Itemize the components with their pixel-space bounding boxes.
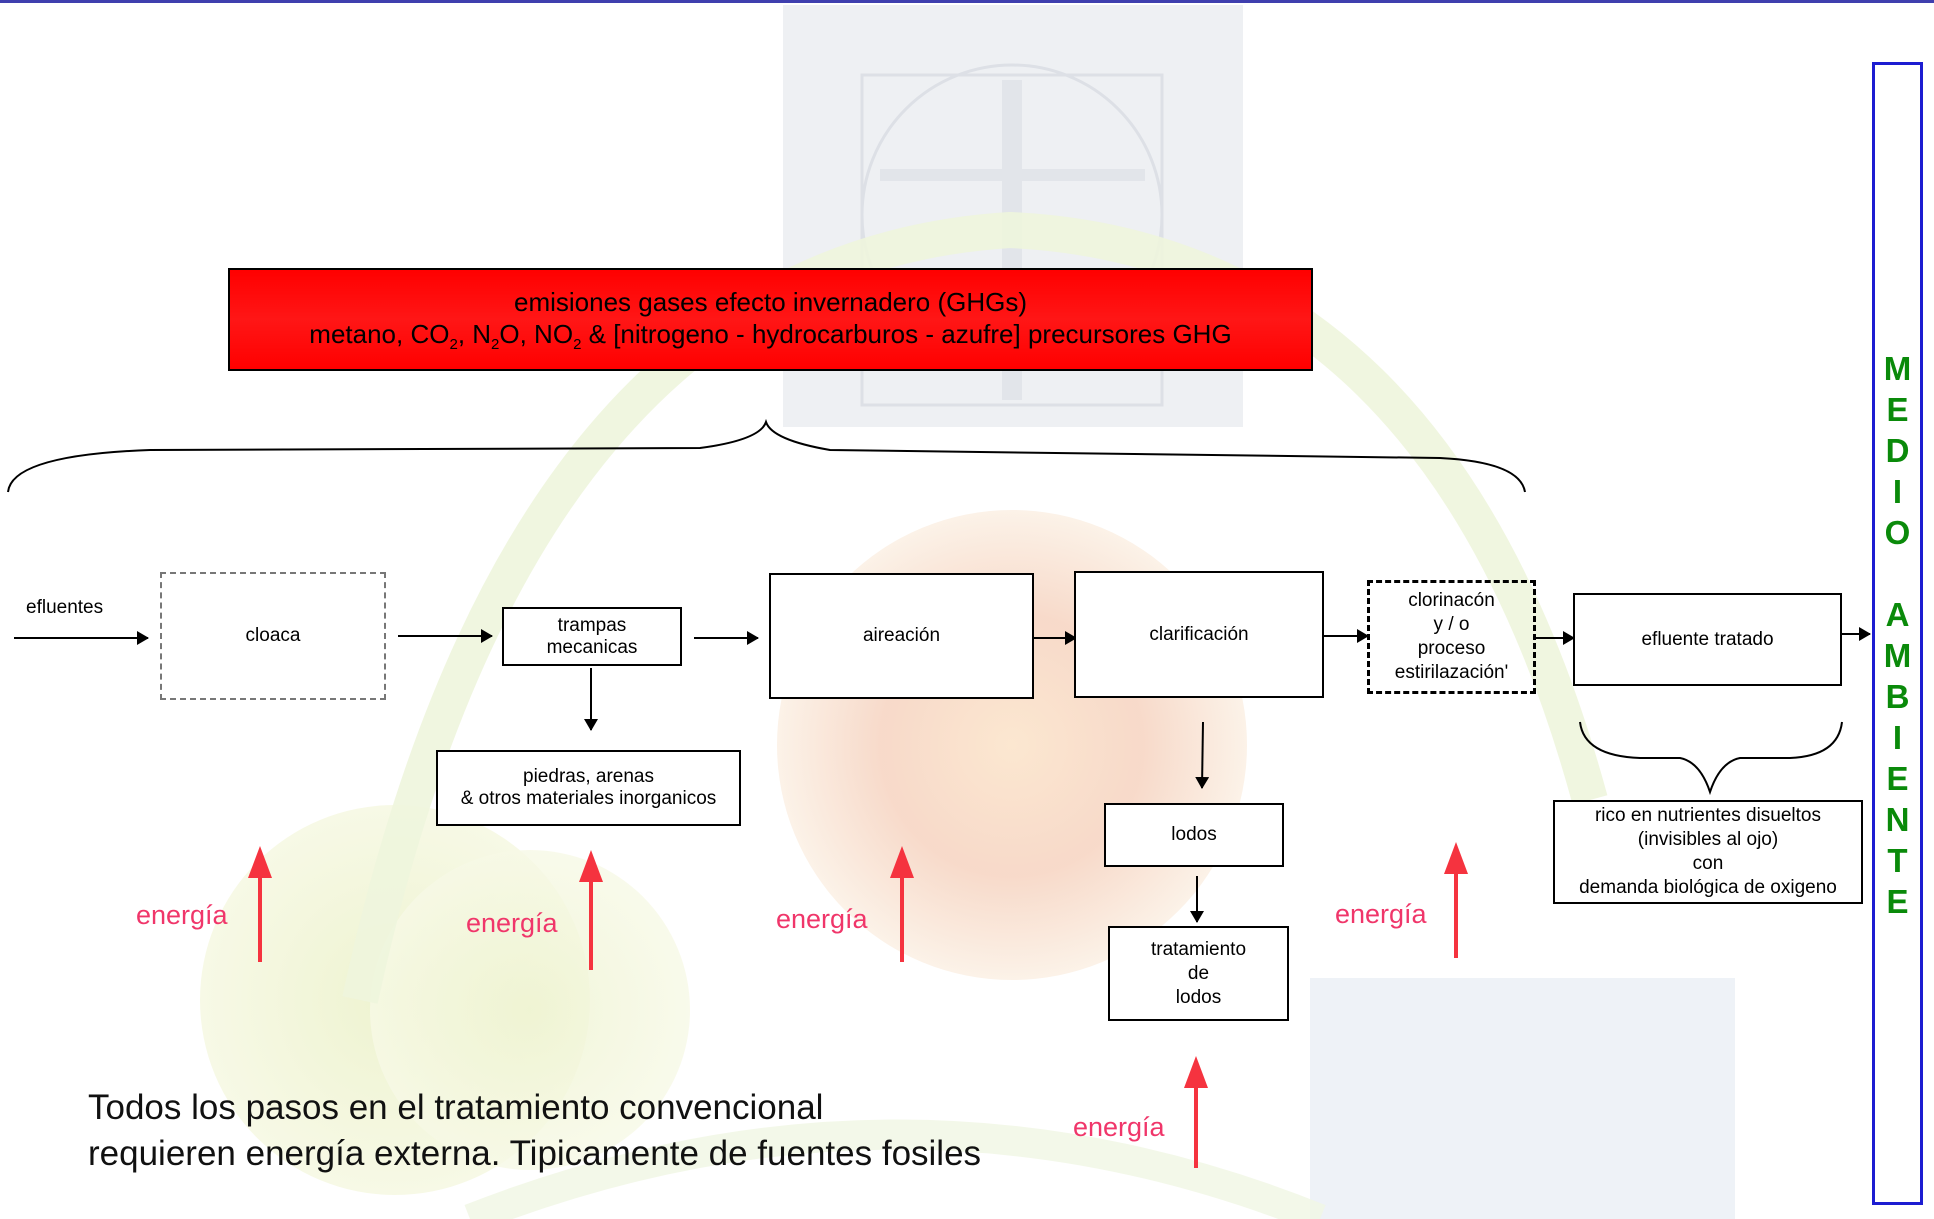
ghg-emissions-box: emisiones gases efecto invernadero (GHGs… <box>228 268 1313 371</box>
energia-label-trampas: energía <box>466 908 558 938</box>
medio-ambiente-letter: N <box>1885 801 1910 838</box>
note-line-2: requieren energía externa. Tipicamente d… <box>88 1134 982 1173</box>
energy-arrows <box>248 842 1468 1168</box>
emissions-brace <box>7 418 1526 493</box>
energia-label-aireacion: energía <box>776 904 868 934</box>
clorinacion-box: clorinacón y / o proceso estirilazación' <box>1367 580 1536 694</box>
rico-nutrientes-box: rico en nutrientes disueltos (invisibles… <box>1553 800 1863 904</box>
medio-ambiente-letter: M <box>1883 350 1912 387</box>
effluent-brace <box>1579 721 1843 796</box>
medio-ambiente-letter: M <box>1883 637 1912 674</box>
lodos-box: lodos <box>1104 803 1284 867</box>
note-line-1: Todos los pasos en el tratamiento conven… <box>88 1088 824 1127</box>
medio-ambiente-letter: D <box>1885 432 1910 469</box>
conclusion-note: Todos los pasos en el tratamiento conven… <box>88 1085 981 1177</box>
medio-ambiente-letter: I <box>1892 719 1903 756</box>
aireacion-box: aireación <box>769 573 1034 699</box>
clarificacion-box: clarificación <box>1074 571 1324 698</box>
medio-ambiente-letter: B <box>1885 678 1910 715</box>
efluente-tratado-box: efluente tratado <box>1573 593 1842 686</box>
energia-label-cloaca: energía <box>136 900 228 930</box>
efluentes-label: efluentes <box>26 597 104 618</box>
tratamiento-lodos-box: tratamiento de lodos <box>1108 926 1289 1021</box>
medio-ambiente-letter: E <box>1886 883 1909 920</box>
medio-ambiente-letter: O <box>1884 514 1911 551</box>
top-rule <box>0 0 1934 3</box>
ghg-gases-line: metano, CO2, N2O, NO2 & [nitrogeno - hyd… <box>309 319 1232 354</box>
medio-ambiente-letter: T <box>1887 842 1908 879</box>
medio-ambiente-letter: I <box>1892 473 1903 510</box>
ghg-title: emisiones gases efecto invernadero (GHGs… <box>513 287 1027 317</box>
piedras-box: piedras, arenas & otros materiales inorg… <box>436 750 741 826</box>
trampas-mecanicas-box: trampas mecanicas <box>502 607 682 666</box>
cloaca-box: cloaca <box>160 572 386 700</box>
energia-label-lodos: energía <box>1073 1112 1165 1142</box>
arrow-clarificacion-lodos <box>1195 721 1210 789</box>
medio-ambiente-letter: E <box>1886 760 1909 797</box>
medio-ambiente-letter: E <box>1886 391 1909 428</box>
energia-label-clorinacion: energía <box>1335 899 1427 929</box>
bacteria-panel <box>1310 978 1735 1219</box>
medio-ambiente-letter: A <box>1885 596 1910 633</box>
